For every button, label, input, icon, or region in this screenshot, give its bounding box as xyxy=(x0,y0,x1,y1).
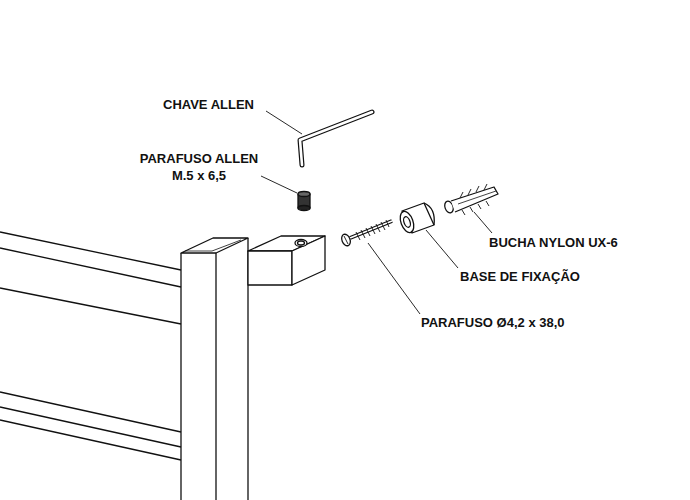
rail xyxy=(0,232,181,324)
rail xyxy=(0,392,181,460)
fence-post xyxy=(181,238,248,500)
allen-key xyxy=(300,112,372,165)
part-label: PARAFUSO ALLEN M.5 x 6,5 xyxy=(133,150,265,184)
allen-screw xyxy=(298,192,310,211)
part-label: BASE DE FIXAÇÃO xyxy=(460,268,580,285)
wood-screw xyxy=(340,220,392,247)
part-label: CHAVE ALLEN xyxy=(163,96,254,113)
bracket-arm xyxy=(248,236,325,285)
part-label: PARAFUSO Ø4,2 x 38,0 xyxy=(421,314,565,331)
nylon-anchor xyxy=(443,184,498,215)
part-label: BUCHA NYLON UX-6 xyxy=(489,234,618,251)
leader-line xyxy=(261,111,492,314)
fixing-base xyxy=(398,203,435,234)
